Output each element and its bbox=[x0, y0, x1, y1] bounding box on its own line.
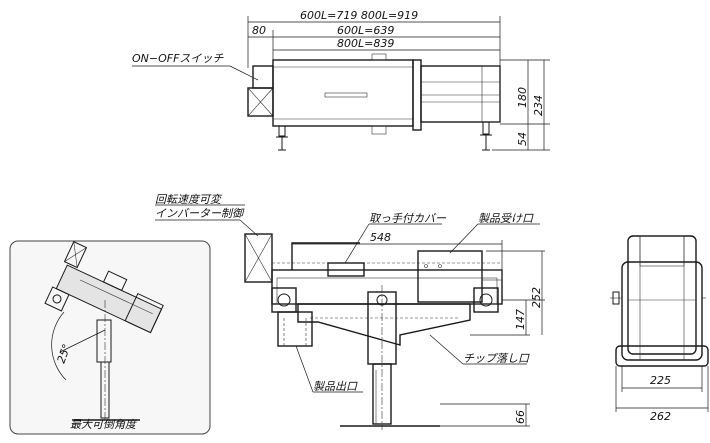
dim-body-600-text: 600L=639 bbox=[337, 24, 394, 37]
dim-180-text: 180 bbox=[516, 87, 529, 108]
dim-66-text: 66 bbox=[514, 410, 527, 424]
dim-225-text: 225 bbox=[650, 374, 671, 387]
dim-252-text: 252 bbox=[530, 287, 543, 308]
tilt-angle-label: 25° bbox=[55, 342, 74, 365]
dim-234-text: 234 bbox=[532, 95, 545, 116]
dim-vertical-top: 180 234 54 bbox=[492, 59, 550, 151]
dim-80: 80 bbox=[248, 24, 273, 38]
top-view: 600L=719 800L=919 80 600L=639 800L=839 bbox=[132, 9, 550, 151]
tilt-caption: 最大可倒角度 bbox=[70, 418, 138, 431]
top-knob bbox=[371, 53, 387, 61]
cover-handle bbox=[327, 262, 365, 277]
dim-262-text: 262 bbox=[650, 410, 671, 423]
dim-147-text: 147 bbox=[514, 309, 527, 330]
slot bbox=[324, 92, 368, 98]
bottom-knob bbox=[371, 125, 387, 135]
dim-vertical-front: 252 147 66 bbox=[440, 250, 545, 427]
dim-overall-length: 600L=719 800L=919 bbox=[247, 9, 501, 68]
product-outlet bbox=[277, 311, 313, 347]
side-view: 225 262 bbox=[610, 235, 709, 423]
rotation-speed-label: 回転速度可変 bbox=[155, 193, 223, 206]
handle-cover-label: 取っ手付カバー bbox=[369, 212, 447, 225]
product-tray bbox=[417, 250, 483, 303]
tray-section bbox=[420, 65, 501, 123]
dim-body-800: 800L=839 bbox=[273, 37, 500, 51]
dim-548: 548 bbox=[292, 231, 503, 270]
chip-drop-label: チップ落し口 bbox=[463, 352, 530, 365]
dim-54-text: 54 bbox=[516, 132, 529, 146]
left-foot bbox=[276, 125, 288, 151]
tilt-inset: 25° 最大可倒角度 bbox=[9, 240, 211, 435]
onoff-switch-box bbox=[252, 65, 274, 89]
flange bbox=[412, 59, 422, 131]
side-base bbox=[615, 345, 709, 367]
dim-side: 225 262 bbox=[615, 366, 709, 423]
chip-chute bbox=[297, 303, 471, 346]
onoff-switch-label: ON−OFFスイッチ bbox=[132, 52, 224, 65]
right-hub bbox=[473, 287, 499, 313]
drum-side bbox=[627, 235, 697, 355]
cover-top bbox=[291, 242, 360, 270]
product-outlet-label: 製品出口 bbox=[313, 380, 358, 393]
inset-frame bbox=[9, 240, 211, 435]
right-foot bbox=[480, 121, 492, 151]
left-hub bbox=[271, 287, 297, 313]
stand-pole bbox=[372, 363, 392, 425]
dim-80-text: 80 bbox=[252, 24, 266, 37]
front-view: 548 252 147 66 回転速度可変 インバーター制御 取っ手付カバー 製… bbox=[155, 193, 545, 430]
dim-body-800-text: 800L=839 bbox=[337, 37, 394, 50]
inverter-label: インバーター制御 bbox=[155, 207, 245, 220]
drum-side-outer bbox=[621, 261, 703, 361]
product-tray-label: 製品受け口 bbox=[478, 212, 534, 225]
inverter-box bbox=[244, 233, 273, 283]
dim-body-600: 600L=639 bbox=[272, 24, 500, 68]
dim-548-text: 548 bbox=[370, 231, 391, 244]
dim-overall-text: 600L=719 800L=919 bbox=[300, 9, 418, 22]
